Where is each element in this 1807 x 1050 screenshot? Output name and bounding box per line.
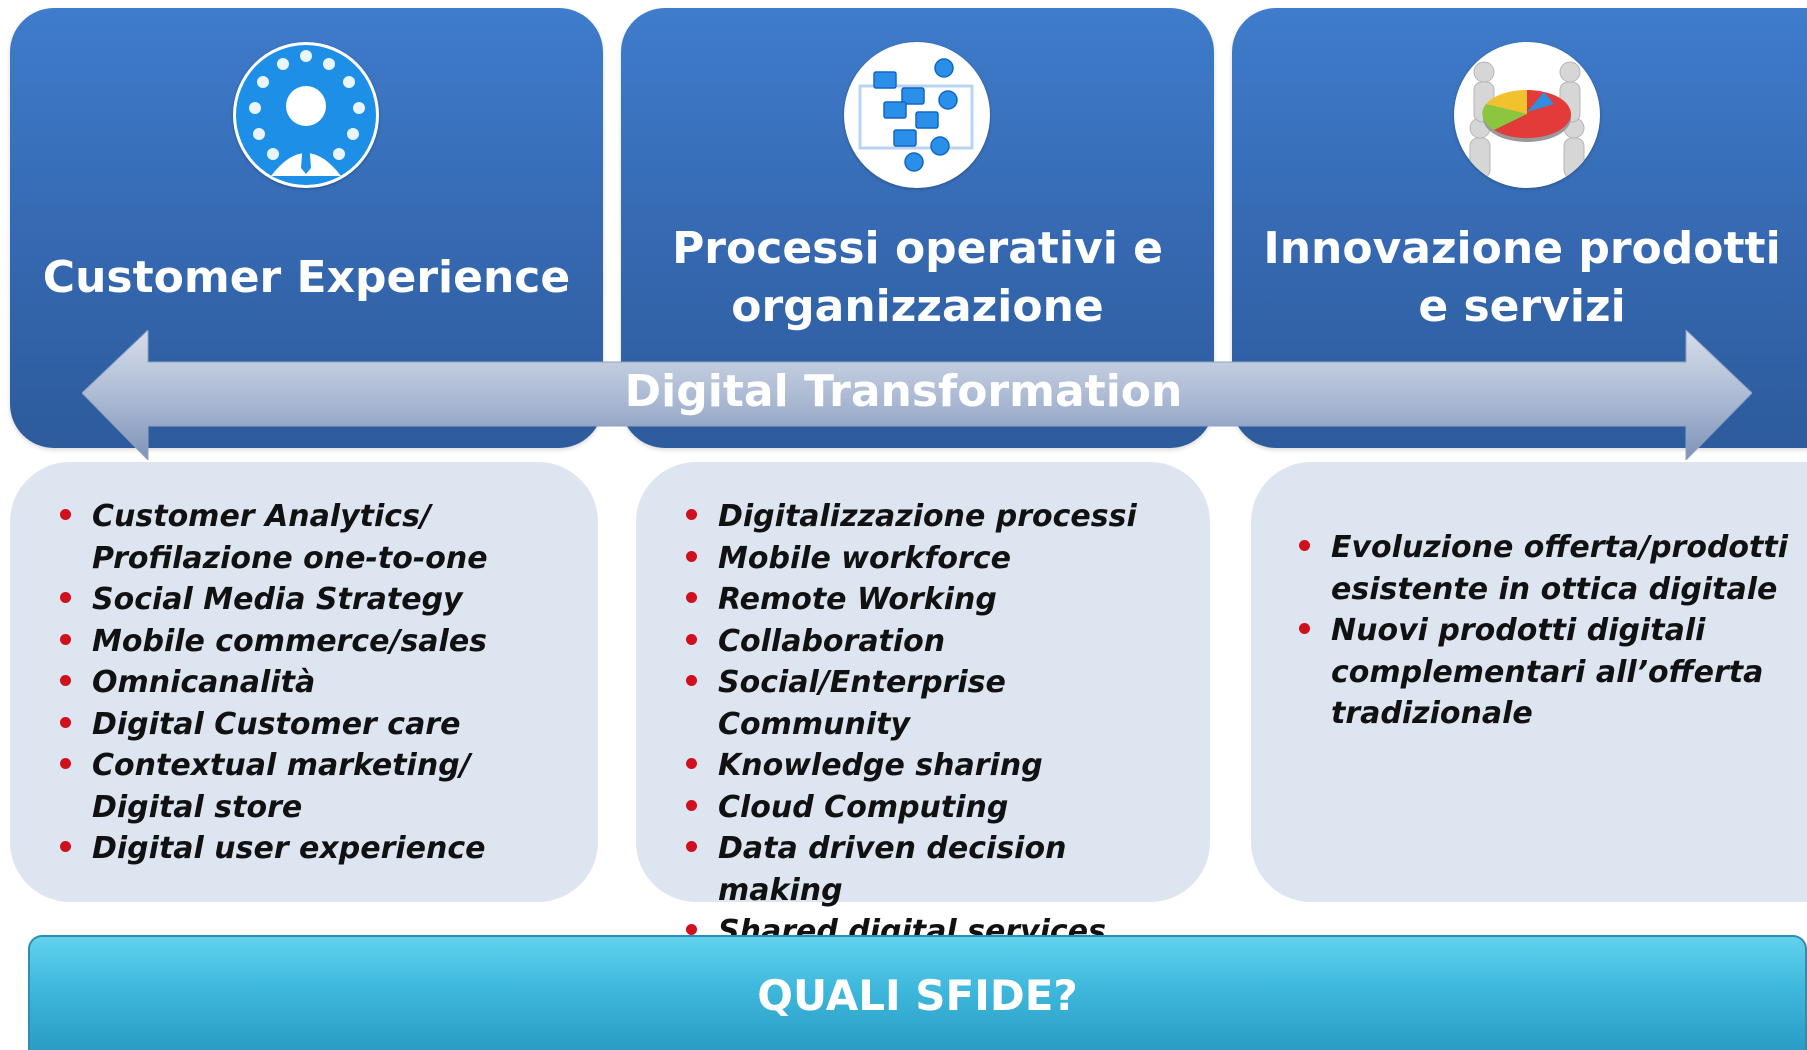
bullet-icon [60,509,71,520]
list-item: Customer Analytics/ Profilazione one-to-… [52,496,572,579]
bullet-icon [60,675,71,686]
list-item: Remote Working [678,579,1198,621]
bullet-icon [1299,623,1310,634]
quali-sfide-bar: QUALI SFIDE? [28,935,1807,1050]
customer-experience-list-box: Customer Analytics/ Profilazione one-to-… [10,462,598,902]
innovazione-list: Evoluzione offerta/prodotti esistente in… [1291,527,1807,735]
list-item-text: Knowledge sharing [718,748,1043,783]
list-item-text: Digitalizzazione processi [718,499,1137,534]
list-item-text: Contextual marketing/ Digital store [92,748,471,825]
bullet-icon [686,633,697,645]
list-item: Omnicanalità [52,662,572,704]
list-item-text: Customer Analytics/ Profilazione one-to-… [92,499,488,576]
process-flowchart-icon [844,42,990,188]
list-item-text: Omnicanalità [92,665,316,700]
list-item: Mobile workforce [678,538,1198,580]
list-item: Social/Enterprise Community [678,662,1198,745]
list-item-text: Data driven decision making [718,831,1067,908]
list-item: Data driven decision making [678,828,1198,911]
list-item: Digital user experience [52,828,572,870]
innovazione-title: Innovazione prodotti e servizi [1263,223,1781,332]
processi-title: Processi operativi e organizzazione [672,223,1163,332]
list-item-text: Evoluzione offerta/prodotti esistente in… [1331,530,1789,607]
innovazione-list-box: Evoluzione offerta/prodotti esistente in… [1251,462,1807,902]
digital-transformation-arrow [82,330,1752,460]
list-item-text: Mobile commerce/sales [92,623,488,659]
bullet-icon [60,758,71,769]
bullet-icon [686,550,697,562]
quali-sfide-label: QUALI SFIDE? [757,971,1078,1020]
list-item-text: Remote Working [718,582,997,617]
list-item-text: Cloud Computing [718,789,1009,825]
list-item-text: Social/Enterprise Community [718,665,1006,742]
list-item-text: Nuovi prodotti digitali complementari al… [1331,613,1764,731]
bullet-icon [60,716,71,728]
list-item-text: Digital Customer care [92,706,461,742]
list-item-text: Digital user experience [92,831,486,866]
list-item: Collaboration [678,621,1198,663]
list-item: Evoluzione offerta/prodotti esistente in… [1291,527,1807,610]
list-item: Digitalizzazione processi [678,496,1198,538]
bullet-icon [686,675,697,686]
bullet-icon [1299,540,1310,551]
digital-transformation-label: Digital Transformation [624,366,1183,417]
customer-experience-list: Customer Analytics/ Profilazione one-to-… [52,496,572,870]
list-item: Nuovi prodotti digitali complementari al… [1291,610,1807,735]
customer-network-icon [233,42,379,188]
list-item: Social Media Strategy [52,579,572,621]
list-item-text: Mobile workforce [718,540,1011,576]
team-pie-chart-icon [1454,42,1600,188]
bullet-icon [686,592,697,603]
list-item: Cloud Computing [678,787,1198,829]
list-item: Contextual marketing/ Digital store [52,745,572,828]
bullet-icon [686,758,697,769]
customer-experience-title: Customer Experience [42,252,571,303]
list-item-text: Social Media Strategy [92,582,463,617]
bullet-icon [686,799,697,811]
list-item: Knowledge sharing [678,745,1198,787]
list-item-text: Collaboration [718,623,946,659]
list-item: Digital Customer care [52,704,572,746]
list-item: Mobile commerce/sales [52,621,572,663]
bullet-icon [60,841,71,852]
bullet-icon [60,592,71,603]
bullet-icon [686,924,697,935]
bullet-icon [686,841,697,852]
bullet-icon [686,509,697,520]
bullet-icon [60,633,71,645]
